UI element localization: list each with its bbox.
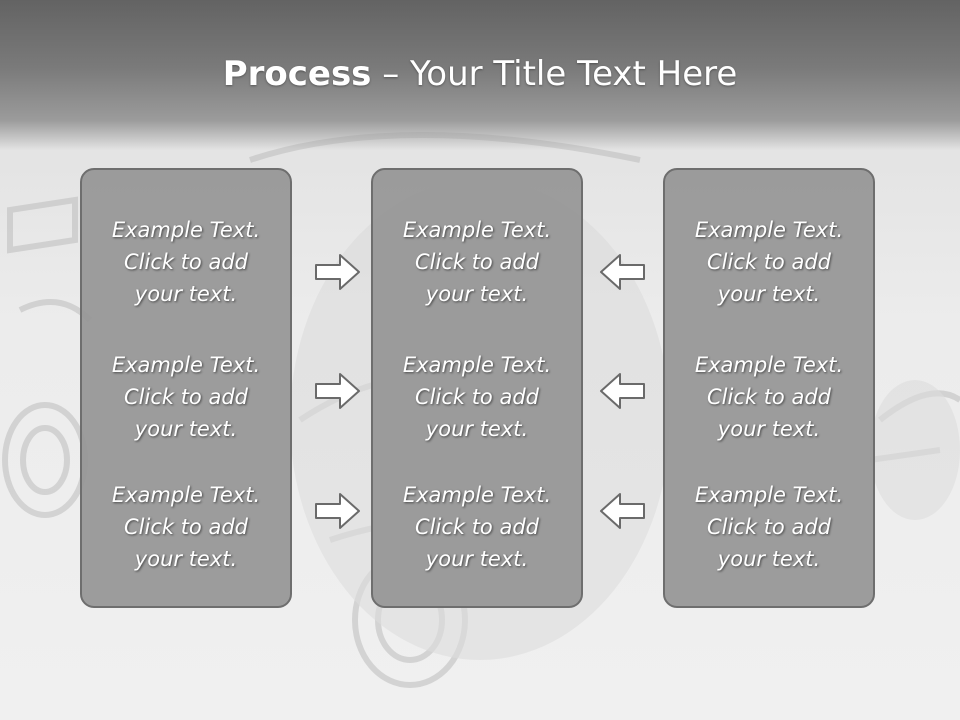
text-line: Click to add (123, 385, 248, 409)
process-panel-left[interactable]: Example Text. Click to add your text. Ex… (80, 168, 292, 608)
text-block[interactable]: Example Text. Click to add your text. (82, 479, 290, 575)
text-block[interactable]: Example Text. Click to add your text. (373, 349, 581, 445)
text-line: your text. (134, 282, 238, 306)
title-rest-text: – Your Title Text Here (371, 54, 738, 94)
text-line: Click to add (414, 250, 539, 274)
title-bold-text: Process (222, 54, 372, 94)
text-line: Click to add (706, 385, 831, 409)
text-line: your text. (717, 417, 821, 441)
text-line: your text. (425, 417, 529, 441)
text-line: your text. (717, 282, 821, 306)
text-block[interactable]: Example Text. Click to add your text. (373, 479, 581, 575)
text-line: your text. (134, 547, 238, 571)
text-block[interactable]: Example Text. Click to add your text. (82, 214, 290, 310)
text-block[interactable]: Example Text. Click to add your text. (373, 214, 581, 310)
slide-title[interactable]: Process – Your Title Text Here (0, 54, 960, 94)
arrow-left-icon (600, 373, 645, 409)
text-line: your text. (717, 547, 821, 571)
text-line: Example Text. (402, 218, 552, 242)
text-line: Example Text. (402, 353, 552, 377)
text-line: Click to add (123, 250, 248, 274)
text-block[interactable]: Example Text. Click to add your text. (665, 349, 873, 445)
text-block[interactable]: Example Text. Click to add your text. (665, 479, 873, 575)
text-line: Click to add (414, 515, 539, 539)
arrow-right-icon (315, 373, 360, 409)
text-line: Example Text. (111, 218, 261, 242)
text-line: Example Text. (402, 483, 552, 507)
text-line: Click to add (123, 515, 248, 539)
text-line: your text. (425, 547, 529, 571)
text-line: your text. (134, 417, 238, 441)
text-line: Example Text. (694, 483, 844, 507)
title-bar (0, 0, 960, 150)
arrow-right-icon (315, 493, 360, 529)
text-line: Click to add (706, 250, 831, 274)
arrow-left-icon (600, 254, 645, 290)
process-panel-center[interactable]: Example Text. Click to add your text. Ex… (371, 168, 583, 608)
arrow-left-icon (600, 493, 645, 529)
text-line: Example Text. (111, 353, 261, 377)
text-line: Click to add (706, 515, 831, 539)
text-line: Example Text. (111, 483, 261, 507)
text-block[interactable]: Example Text. Click to add your text. (665, 214, 873, 310)
text-block[interactable]: Example Text. Click to add your text. (82, 349, 290, 445)
arrow-right-icon (315, 254, 360, 290)
text-line: Example Text. (694, 353, 844, 377)
text-line: your text. (425, 282, 529, 306)
text-line: Example Text. (694, 218, 844, 242)
text-line: Click to add (414, 385, 539, 409)
process-panel-right[interactable]: Example Text. Click to add your text. Ex… (663, 168, 875, 608)
